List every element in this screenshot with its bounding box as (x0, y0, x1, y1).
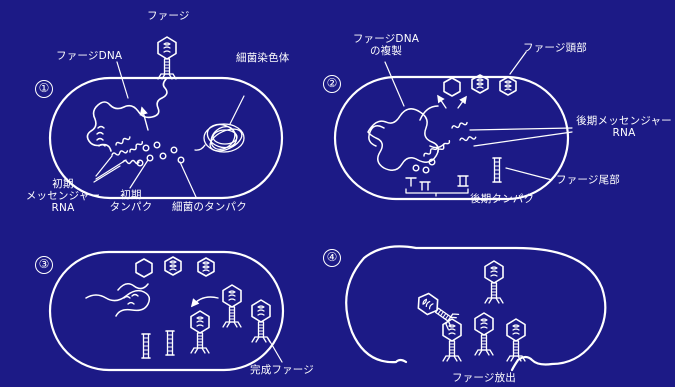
label-early-protein-line2: タンパク (109, 201, 153, 213)
label-dna-replication-line2: の複製 (369, 45, 403, 57)
label-phage: ファージ (147, 10, 190, 22)
stage-3-heads (135, 256, 215, 278)
label-late-mrna: 後期メッセンジャー RNA (574, 115, 674, 139)
stage-1-early-mrna (110, 135, 144, 165)
label-late-mrna-line1: 後期メッセンジャー (576, 115, 672, 127)
label-late-protein: 後期タンパク (470, 193, 535, 205)
stage-3-cell (48, 250, 285, 372)
stage-2-late-proteins (405, 158, 469, 191)
stage-3-leader (267, 337, 283, 363)
stage-2-phage-heads (443, 74, 517, 97)
stage-2-late-protein-bracket (405, 188, 469, 197)
label-dna-replication: ファージDNA の複製 (346, 33, 426, 57)
stage-3-arrow (190, 296, 219, 308)
label-early-mrna-line2: メッセンジャー (25, 190, 101, 202)
stage-2-dna-replication (367, 105, 445, 171)
stage-3-tails (141, 330, 175, 359)
stage-2-cell (333, 75, 570, 201)
label-early-mrna-line1: 初期 (52, 178, 74, 190)
stage-4-released-phages (413, 260, 526, 362)
label-phage-release: ファージ放出 (452, 372, 516, 384)
label-early-mrna-line3: RNA (51, 202, 75, 214)
stage-2-arrow-a (437, 94, 447, 109)
slide-edge (675, 0, 679, 387)
label-late-mrna-line2: RNA (612, 127, 636, 139)
label-bacterial-protein: 細菌のタンパク (172, 201, 247, 213)
stage-1-number: ① (35, 80, 53, 98)
stage-4-number: ④ (323, 249, 341, 267)
stage-2-arrow-b (457, 95, 467, 109)
stage-2-number: ② (323, 75, 341, 93)
label-dna-replication-line1: ファージDNA (352, 33, 420, 45)
stage-3-residual-dna (85, 283, 151, 317)
stage-1-dna-coils (96, 125, 106, 147)
stage-1-leaders (93, 61, 245, 198)
stage-2-late-mrna (422, 120, 477, 158)
stage-1-proteins (136, 141, 185, 167)
stage-4-burst-cell (345, 245, 607, 372)
label-early-mrna: 初期 メッセンジャー RNA (22, 178, 104, 214)
stage-3-dna-coils (123, 293, 139, 305)
stage-3-assembling-phages (190, 284, 271, 354)
stage-1-arrow (139, 106, 149, 131)
label-early-protein-line1: 初期 (120, 189, 142, 201)
stage-2-leaders (384, 51, 573, 181)
label-phage-tail: ファージ尾部 (556, 174, 620, 186)
stage-1-bacterial-chromosome (194, 123, 245, 153)
label-phage-dna: ファージDNA (56, 50, 123, 62)
label-phage-head: ファージ頭部 (523, 42, 587, 54)
label-early-protein: 初期 タンパク (106, 189, 156, 213)
label-complete-phage: 完成ファージ (250, 364, 314, 376)
stage-1-infecting-phage (157, 36, 177, 80)
stage-3-number: ③ (35, 256, 53, 274)
stage-1-phage-dna-strand (86, 77, 168, 152)
stage-2-phage-tail (492, 157, 502, 183)
label-bacterial-chromosome: 細菌染色体 (236, 52, 290, 64)
